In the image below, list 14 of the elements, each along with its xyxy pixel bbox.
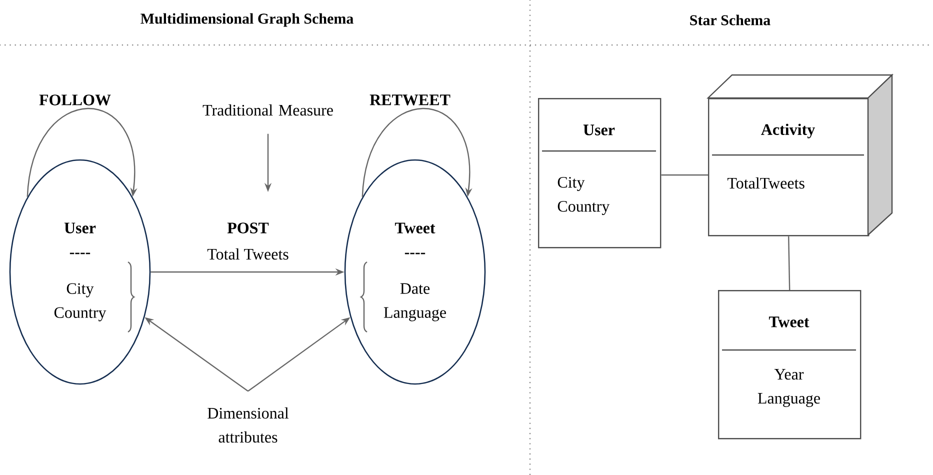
loop-arrow xyxy=(26,108,138,197)
loop-arrow xyxy=(362,108,472,197)
panel-title: Multidimensional Graph Schema xyxy=(140,13,354,27)
annotation-text: Traditional Measure xyxy=(202,104,333,116)
edge-label: POST xyxy=(227,222,269,234)
edge-label: FOLLOW xyxy=(39,94,111,106)
connector-line xyxy=(788,236,790,290)
annotation-text: Dimensional attributes xyxy=(208,407,289,443)
panel-title: Star Schema xyxy=(690,14,770,26)
table-box: Tweet Year Language xyxy=(718,290,862,440)
connector-line xyxy=(661,174,708,176)
edge-label: RETWEET xyxy=(370,94,450,106)
table-box: User City Country xyxy=(538,98,662,248)
measure-text: Total Tweets xyxy=(207,248,288,260)
